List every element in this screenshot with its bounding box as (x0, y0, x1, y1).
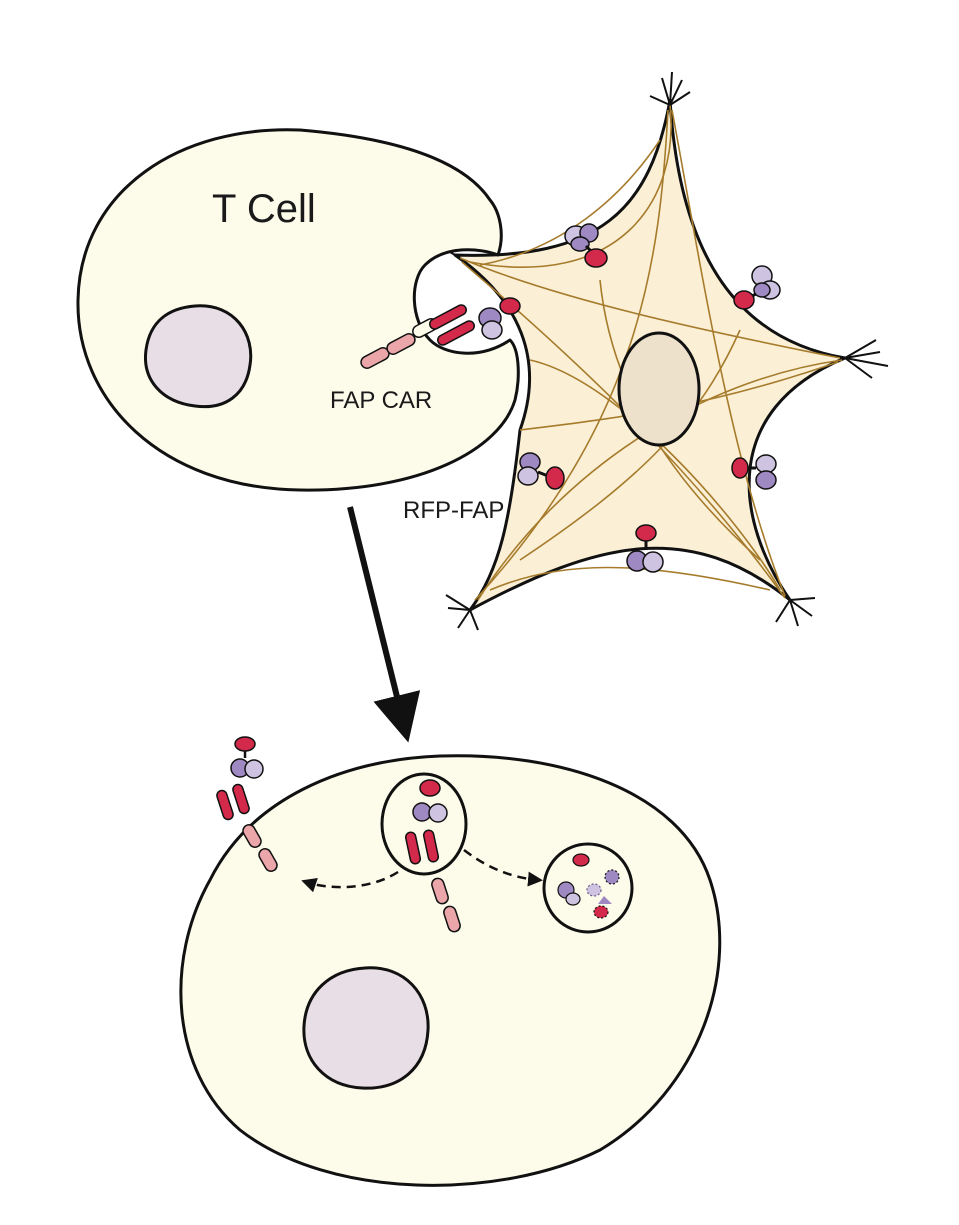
rfp-fap-surface-5 (626, 524, 664, 573)
rfp-fap-surface-1 (564, 223, 608, 268)
fap-car-receptor-top (360, 304, 475, 369)
rfp-fap-surface-4 (731, 454, 777, 490)
rfp-fap-label: RFP-FAP (403, 497, 504, 524)
t-cell-label: T Cell (212, 187, 316, 231)
t-cell-top-nucleus (144, 304, 253, 409)
rfp-fap-bound-synapse (478, 297, 521, 340)
fap-car-receptor-surface (216, 736, 278, 872)
rfp-fap-surface-2 (733, 265, 781, 310)
recycling-arrow (301, 870, 399, 893)
t-cell-bottom-nucleus (302, 966, 430, 1090)
fibroblast-spikes (439, 71, 889, 631)
fap-car-label: FAP CAR (330, 387, 432, 414)
t-cell-top: T Cell (76, 128, 520, 492)
transition-arrow (347, 506, 421, 743)
rfp-fap-surface-3 (517, 452, 565, 490)
fibroblast-nucleus (617, 331, 701, 447)
lysosome-degraded (542, 842, 634, 934)
endosome-internalized (380, 772, 468, 933)
